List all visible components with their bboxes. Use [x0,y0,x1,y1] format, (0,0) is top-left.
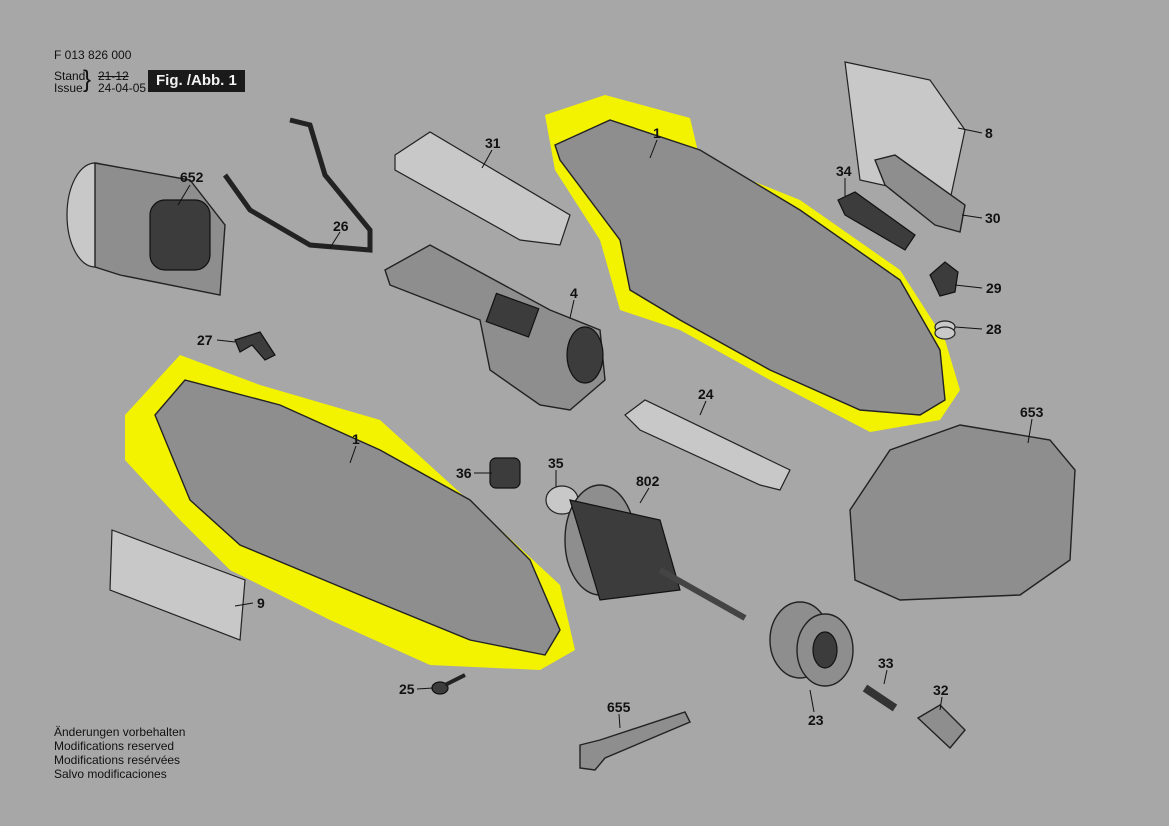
nut-32 [916,704,966,750]
callout-30: 30 [985,210,1001,226]
issue-value: 24-04-05 [98,81,147,95]
switch-board-4 [384,244,606,411]
screw-25 [431,673,466,695]
footer-note-es: Salvo modificaciones [54,767,167,781]
callout-9: 9 [257,595,265,611]
stand-value: 21-12 [98,69,129,83]
callout-28: 28 [986,321,1002,337]
callout-652: 652 [180,169,204,185]
spring-28 [934,320,956,340]
wire-26 [222,117,373,253]
callout-655: 655 [607,699,631,715]
bearing-36 [489,457,521,489]
callout-1-bottom: 1 [352,431,360,447]
bearing-cap-23 [769,601,854,687]
housing-half-right-1 [554,119,946,416]
brace-icon: } [83,66,92,93]
housing-half-left-1 [154,379,561,656]
callout-4: 4 [570,285,578,301]
footer-note-fr: Modifications resérvées [54,753,181,767]
callout-27: 27 [197,332,213,348]
footer-note-de: Änderungen vorbehalten [54,725,186,739]
callout-35: 35 [548,455,564,471]
callout-36: 36 [456,465,472,481]
callout-29: 29 [986,280,1002,296]
plate-24 [624,399,791,491]
callout-653: 653 [1020,404,1044,420]
callout-32: 32 [933,682,949,698]
callout-8: 8 [985,125,993,141]
part-number: F 013 826 000 [54,48,132,62]
callout-24: 24 [698,386,714,402]
wrench-655 [579,711,691,771]
figure-label: Fig. /Abb. 1 [148,70,245,92]
button-29 [929,261,959,297]
clip-27 [234,331,276,361]
switch-34 [837,191,916,251]
label-9 [109,529,246,641]
callout-33: 33 [878,655,894,671]
callout-26: 26 [333,218,349,234]
callout-34: 34 [836,163,852,179]
stand-label: Stand [54,69,86,83]
callout-25: 25 [399,681,415,697]
battery-pack-652 [66,162,226,296]
collet-33 [862,684,898,712]
callout-23: 23 [808,712,824,728]
issue-label: Issue [54,81,83,95]
callouts: 652 26 31 1 8 34 30 29 28 4 27 1 24 653 … [177,125,1044,729]
callout-802: 802 [636,473,660,489]
label-8 [844,61,966,201]
motor-802 [564,484,747,621]
callout-31: 31 [485,135,501,151]
charger-653 [849,424,1076,601]
callout-1-top: 1 [653,125,661,141]
slider-30 [874,154,966,233]
cover-31 [394,131,571,246]
footer-note-en: Modifications reserved [54,739,175,753]
